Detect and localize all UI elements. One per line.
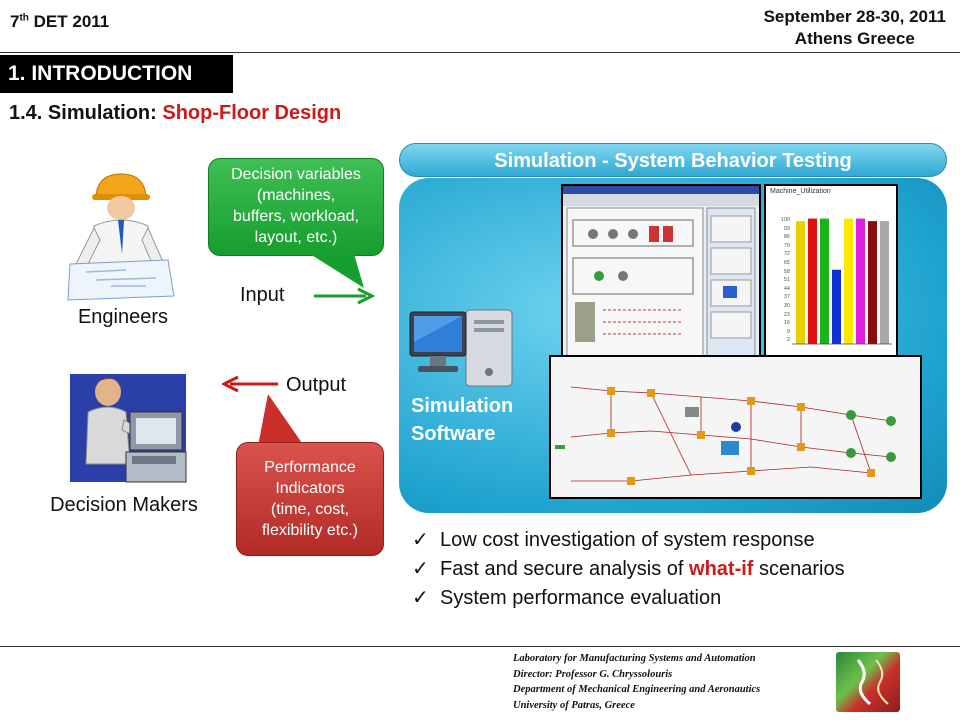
decision-variables-bubble: Decision variables (machines, buffers, w… xyxy=(208,158,384,256)
engineer-illustration xyxy=(67,173,175,301)
footer-line-1: Laboratory for Manufacturing Systems and… xyxy=(513,653,756,664)
bullet-text-2b: scenarios xyxy=(753,558,845,580)
subtitle-prefix: 1.4. Simulation: xyxy=(9,102,163,124)
footer-line-2: Director: Professor G. Chryssolouris xyxy=(513,668,673,680)
section-title: 1. INTRODUCTION xyxy=(0,55,233,93)
check-icon: ✓ xyxy=(412,587,429,609)
chart-tick-label: 23 xyxy=(783,311,790,318)
bullet-item: ✓ Fast and secure analysis of what-if sce… xyxy=(412,555,845,584)
chart-tick-label: 9 xyxy=(786,328,790,335)
chart-bar xyxy=(880,221,889,344)
chart-tick-label: 65 xyxy=(783,259,790,266)
software-window-canvas xyxy=(563,186,759,359)
chart-tick-label: 72 xyxy=(783,251,790,258)
chart-bar xyxy=(844,218,853,344)
decision-makers-label: Decision Makers xyxy=(50,494,198,516)
simulation-network-screenshot xyxy=(549,355,922,499)
bullet-text-1: Low cost investigation of system respons… xyxy=(440,529,815,551)
bullet-text-3: System performance evaluation xyxy=(440,587,722,609)
perf-line-3: (time, cost, xyxy=(270,501,350,518)
event-date-location: September 28-30, 2011 Athens Greece xyxy=(764,6,946,50)
engineers-label: Engineers xyxy=(77,306,169,328)
chart-bar xyxy=(868,221,877,344)
page-subtitle: 1.4. Simulation: Shop-Floor Design xyxy=(9,102,341,125)
input-label: Input xyxy=(240,284,285,306)
chart-tick-label: 86 xyxy=(783,234,790,241)
footer-credits: Laboratory for Manufacturing Systems and… xyxy=(513,651,760,713)
performance-indicators-bubble: Performance Indicators (time, cost, flex… xyxy=(236,442,384,556)
decision-maker-illustration xyxy=(70,374,187,483)
chart-bar xyxy=(832,269,841,344)
chart-tick-label: 37 xyxy=(783,294,790,301)
header-divider xyxy=(0,52,960,53)
simulation-software-label: Simulation Software xyxy=(411,392,513,448)
chart-tick-label: 100 xyxy=(780,217,790,223)
bullet-item: ✓ System performance evaluation xyxy=(412,584,845,613)
event-location: Athens Greece xyxy=(794,29,915,48)
event-title: 7th DET 2011 xyxy=(10,12,109,32)
chart-bar xyxy=(796,221,805,344)
chart-bar xyxy=(808,218,817,344)
event-ordinal: th xyxy=(19,12,29,24)
footer-line-3: Department of Mechanical Engineering and… xyxy=(513,684,761,695)
footer-divider xyxy=(0,646,960,647)
decision-vars-line-3: buffers, workload, xyxy=(233,208,359,225)
footer-line-4: University of Patras, Greece xyxy=(513,699,635,711)
chart-title: Machine_Utilization xyxy=(770,188,831,195)
event-date: September 28-30, 2011 xyxy=(763,7,946,26)
chart-tick-label: 16 xyxy=(783,320,790,327)
chart-tick-label: 93 xyxy=(783,225,790,232)
lab-logo-mark xyxy=(856,659,889,706)
chart-tick-label: 58 xyxy=(783,268,790,275)
decision-vars-line-1: Decision variables xyxy=(231,166,361,183)
bullet-list: ✓ Low cost investigation of system respon… xyxy=(412,526,845,613)
decision-bubble-pointer xyxy=(310,254,364,288)
simulation-title: Simulation - System Behavior Testing xyxy=(399,143,947,177)
check-icon: ✓ xyxy=(412,529,429,551)
decision-vars-line-4: layout, etc.) xyxy=(254,229,338,246)
computer-icon xyxy=(409,309,513,387)
perf-line-1: Performance xyxy=(264,459,356,476)
event-number: 7 xyxy=(10,12,20,31)
chart-tick-label: 79 xyxy=(783,242,790,249)
output-arrow-icon xyxy=(222,375,278,393)
chart-tick-label: 2 xyxy=(786,337,790,344)
bullet-item: ✓ Low cost investigation of system respon… xyxy=(412,526,845,555)
performance-bubble-pointer xyxy=(258,394,304,446)
perf-line-4: flexibility etc.) xyxy=(261,522,359,539)
bullet-text-2-highlight: what-if xyxy=(689,558,754,580)
decision-vars-line-2: (machines, xyxy=(256,187,336,204)
check-icon: ✓ xyxy=(412,558,429,580)
event-name: DET 2011 xyxy=(28,12,110,31)
chart-bars-area xyxy=(792,218,892,345)
bullet-text-2a: Fast and secure analysis of xyxy=(440,558,690,580)
perf-line-2: Indicators xyxy=(275,480,345,497)
subtitle-highlight: Shop-Floor Design xyxy=(162,102,342,124)
input-arrow-icon xyxy=(314,287,376,305)
software-window-screenshot xyxy=(561,184,761,364)
lab-logo xyxy=(836,652,900,712)
chart-bar xyxy=(820,218,829,344)
chart-bar xyxy=(856,218,865,344)
simulation-network-canvas xyxy=(555,386,896,485)
output-label: Output xyxy=(286,374,347,396)
sim-software-line-1: Simulation xyxy=(411,395,514,417)
sim-software-line-2: Software xyxy=(411,423,496,445)
chart-tick-label: 30 xyxy=(783,302,790,309)
chart-tick-label: 44 xyxy=(783,285,790,292)
chart-tick-label: 51 xyxy=(783,277,790,284)
